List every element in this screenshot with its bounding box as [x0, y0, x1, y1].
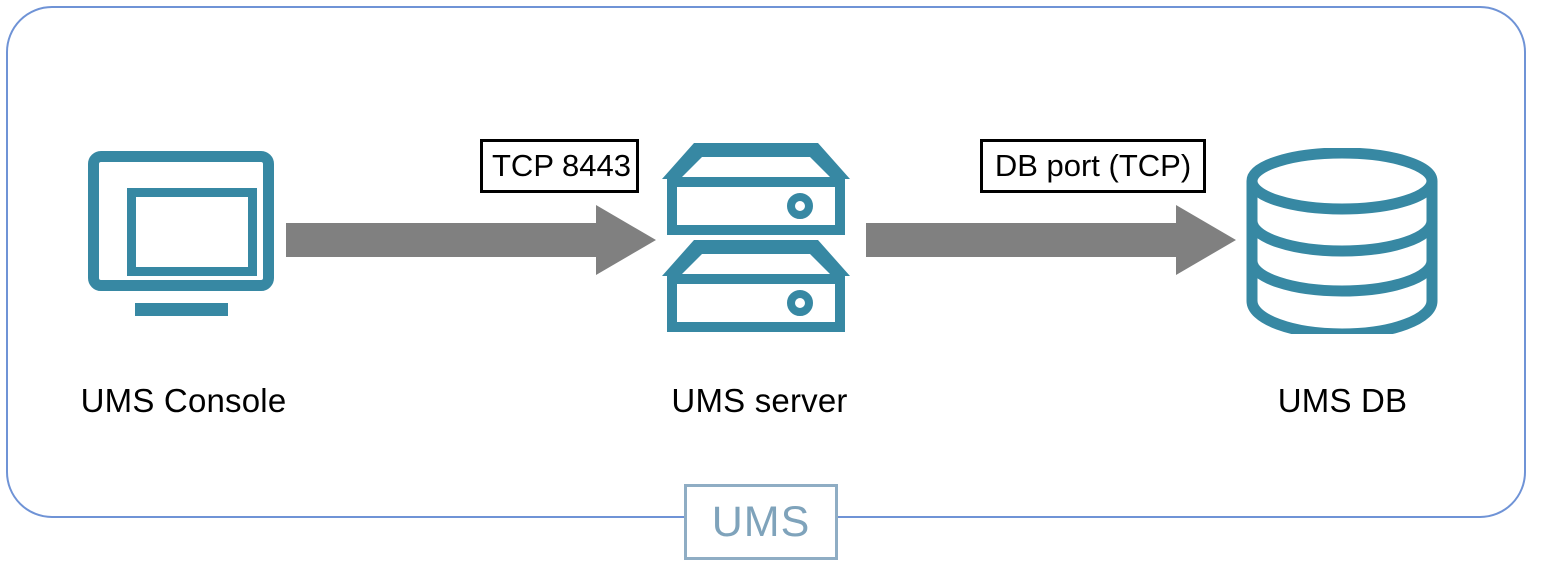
node-ums-server [660, 141, 858, 333]
server-lid-icon [660, 141, 852, 181]
caption-ums-db: UMS DB [1277, 382, 1408, 419]
server-indicator-icon [787, 290, 813, 316]
monitor-stand-icon [135, 303, 228, 316]
database-icon [1246, 148, 1438, 334]
caption-ums-server: UMS server [671, 382, 848, 419]
server-body-icon [667, 177, 845, 235]
arrow-server-to-db [866, 205, 1236, 275]
label-tcp-8443: TCP 8443 [480, 139, 639, 193]
node-ums-console [88, 151, 278, 323]
label-db-port-tcp: DB port (TCP) [980, 139, 1206, 193]
arrow-console-to-server [286, 205, 656, 275]
monitor-icon [88, 151, 274, 291]
caption-ums-console: UMS Console [80, 382, 287, 419]
server-indicator-icon [787, 193, 813, 219]
node-ums-db [1246, 148, 1438, 334]
ums-badge: UMS [684, 484, 838, 560]
server-lid-icon [660, 238, 852, 278]
server-body-icon [667, 274, 845, 332]
monitor-screen-icon [127, 188, 257, 276]
